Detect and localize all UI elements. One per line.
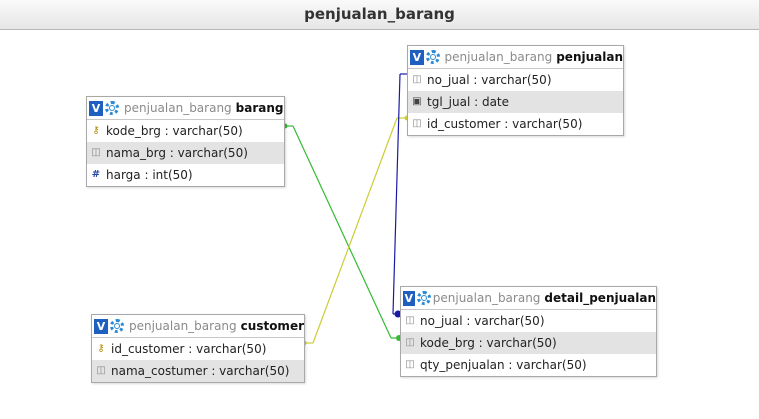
column-row[interactable]: ◫ id_customer : varchar(50) bbox=[408, 113, 623, 135]
column-label: id_customer : varchar(50) bbox=[111, 342, 267, 356]
database-name: penjualan_barang bbox=[432, 291, 541, 305]
table-header[interactable]: V penjualan_barang barang bbox=[87, 97, 284, 120]
relation-end-dot bbox=[394, 310, 402, 318]
column-label: qty_penjualan : varchar(50) bbox=[420, 358, 587, 372]
column-label: harga : int(50) bbox=[106, 168, 193, 182]
table-name: detail_penjualan bbox=[544, 291, 656, 305]
column-row[interactable]: ◫ no_jual : varchar(50) bbox=[408, 69, 623, 91]
column-label: tgl_jual : date bbox=[427, 95, 510, 109]
table-barang[interactable]: V penjualan_barang barang ⚷ kode_brg : v… bbox=[86, 96, 285, 187]
relation-line-no-jual-diagonal bbox=[392, 73, 401, 315]
column-label: kode_brg : varchar(50) bbox=[420, 336, 557, 350]
toggle-columns-button[interactable]: V bbox=[89, 100, 103, 116]
table-name: penjualan bbox=[556, 50, 623, 64]
gear-icon[interactable] bbox=[104, 100, 120, 116]
column-label: no_jual : varchar(50) bbox=[420, 314, 545, 328]
column-icon: ◫ bbox=[412, 74, 422, 85]
column-row[interactable]: ⚷ kode_brg : varchar(50) bbox=[87, 120, 284, 142]
column-label: id_customer : varchar(50) bbox=[427, 117, 583, 131]
table-name: customer bbox=[240, 319, 304, 333]
column-row[interactable]: ◫ kode_brg : varchar(50) bbox=[401, 332, 656, 354]
gear-icon[interactable] bbox=[416, 290, 431, 306]
table-detail-penjualan[interactable]: V penjualan_barang detail_penjualan ◫ no… bbox=[400, 286, 657, 377]
gear-icon[interactable] bbox=[425, 49, 441, 65]
table-customer[interactable]: V penjualan_barang customer ⚷ id_custome… bbox=[91, 314, 305, 383]
database-name: penjualan_barang bbox=[128, 319, 237, 333]
toggle-columns-button[interactable]: V bbox=[403, 290, 415, 306]
column-label: kode_brg : varchar(50) bbox=[106, 124, 243, 138]
column-icon: ◫ bbox=[96, 365, 106, 376]
toggle-columns-button[interactable]: V bbox=[94, 318, 108, 334]
column-row[interactable]: ◫ qty_penjualan : varchar(50) bbox=[401, 354, 656, 376]
column-icon: ◫ bbox=[405, 315, 415, 326]
column-label: nama_costumer : varchar(50) bbox=[111, 364, 290, 378]
database-name: penjualan_barang bbox=[444, 50, 553, 64]
date-column-icon: ▣ bbox=[412, 96, 422, 107]
column-row[interactable]: ⚷ id_customer : varchar(50) bbox=[92, 338, 304, 360]
table-header[interactable]: V penjualan_barang penjualan bbox=[408, 46, 623, 69]
table-penjualan[interactable]: V penjualan_barang penjualan ◫ no_jual :… bbox=[407, 45, 624, 136]
relation-line-kode-brg-diagonal bbox=[292, 125, 392, 339]
column-row[interactable]: ◫ nama_brg : varchar(50) bbox=[87, 142, 284, 164]
column-icon: ◫ bbox=[91, 147, 101, 158]
primary-key-icon: ⚷ bbox=[92, 125, 100, 136]
relation-line-id-customer-diagonal bbox=[312, 117, 398, 344]
column-row[interactable]: # harga : int(50) bbox=[87, 164, 284, 186]
column-icon: ◫ bbox=[405, 359, 415, 370]
column-row[interactable]: ▣ tgl_jual : date bbox=[408, 91, 623, 113]
column-row[interactable]: ◫ nama_costumer : varchar(50) bbox=[92, 360, 304, 382]
column-icon: ◫ bbox=[412, 118, 422, 129]
table-header[interactable]: V penjualan_barang customer bbox=[92, 315, 304, 338]
column-label: no_jual : varchar(50) bbox=[427, 73, 552, 87]
table-header[interactable]: V penjualan_barang detail_penjualan bbox=[401, 287, 656, 310]
database-name: penjualan_barang bbox=[124, 101, 232, 115]
column-icon: ◫ bbox=[405, 337, 415, 348]
numeric-column-icon: # bbox=[91, 169, 101, 180]
gear-icon[interactable] bbox=[109, 318, 125, 334]
table-name: barang bbox=[235, 101, 284, 115]
primary-key-icon: ⚷ bbox=[97, 343, 105, 354]
diagram-title: penjualan_barang bbox=[0, 0, 759, 30]
toggle-columns-button[interactable]: V bbox=[410, 49, 424, 65]
column-row[interactable]: ◫ no_jual : varchar(50) bbox=[401, 310, 656, 332]
column-label: nama_brg : varchar(50) bbox=[106, 146, 248, 160]
